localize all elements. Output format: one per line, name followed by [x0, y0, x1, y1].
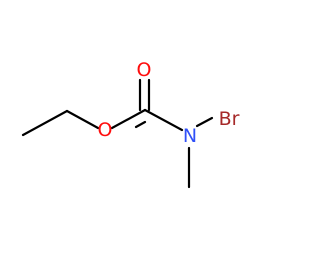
bond-ch3-ch2	[21, 109, 69, 137]
atom-label-bromine: Br	[219, 108, 240, 130]
atom-label-nitrogen: N	[183, 125, 197, 147]
molecule-structure: O O N Br	[21, 59, 240, 189]
bond-ch2-o-ester	[65, 109, 100, 130]
bond-carbon-nitrogen	[143, 108, 184, 132]
bond-o-ester-carbon	[134, 120, 147, 129]
bond-nitrogen-bromine	[195, 116, 214, 128]
atom-labels: O O N Br	[98, 59, 240, 147]
bond-o-ester-carbon-continued	[110, 108, 147, 130]
atom-label-oxygen-ester: O	[98, 119, 113, 141]
atom-label-oxygen-carbonyl: O	[137, 59, 152, 81]
structure-canvas: O O N Br	[21, 59, 240, 189]
bonds	[21, 78, 214, 189]
